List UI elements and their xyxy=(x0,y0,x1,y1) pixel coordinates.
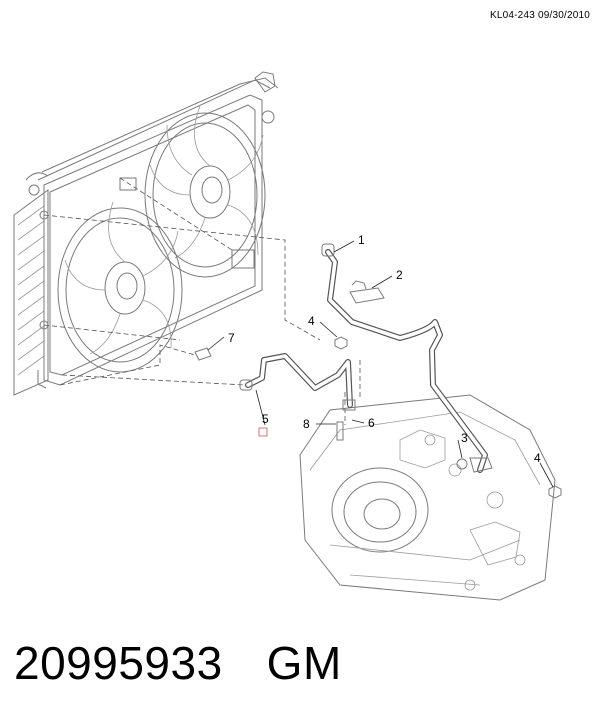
highlight-marker xyxy=(258,427,268,437)
diagram-code-date: KL04-243 09/30/2010 xyxy=(490,10,590,21)
brand-label: GM xyxy=(266,637,342,689)
nut-right xyxy=(548,485,562,499)
cooler-line-lower xyxy=(239,353,353,408)
callout-8: 8 xyxy=(303,417,310,431)
alignment-lines xyxy=(43,177,361,425)
fitting xyxy=(456,457,493,473)
callout-5: 5 xyxy=(262,412,269,426)
nut-upper xyxy=(334,336,348,350)
callout-7: 7 xyxy=(228,331,235,345)
radiator-fan-assembly xyxy=(13,71,279,396)
callout-2: 2 xyxy=(396,268,403,282)
callout-6: 6 xyxy=(368,416,375,430)
fan-upper xyxy=(144,105,266,278)
leader-lines xyxy=(207,240,554,488)
connector xyxy=(194,347,212,361)
part-number: 20995933 xyxy=(14,637,223,689)
callout-3: 3 xyxy=(461,431,468,445)
callout-1: 1 xyxy=(358,233,365,247)
stud xyxy=(336,421,344,441)
fan-lower xyxy=(57,201,183,373)
part-number-footer: 20995933 GM xyxy=(14,636,386,690)
clip-bracket xyxy=(349,280,385,304)
callout-4-upper: 4 xyxy=(308,314,315,328)
exploded-parts-diagram: 1 2 3 4 4 5 6 7 8 xyxy=(13,71,562,601)
cooler-line-upper xyxy=(321,243,488,473)
callout-4-right: 4 xyxy=(534,451,541,465)
transmission-housing xyxy=(299,394,556,601)
